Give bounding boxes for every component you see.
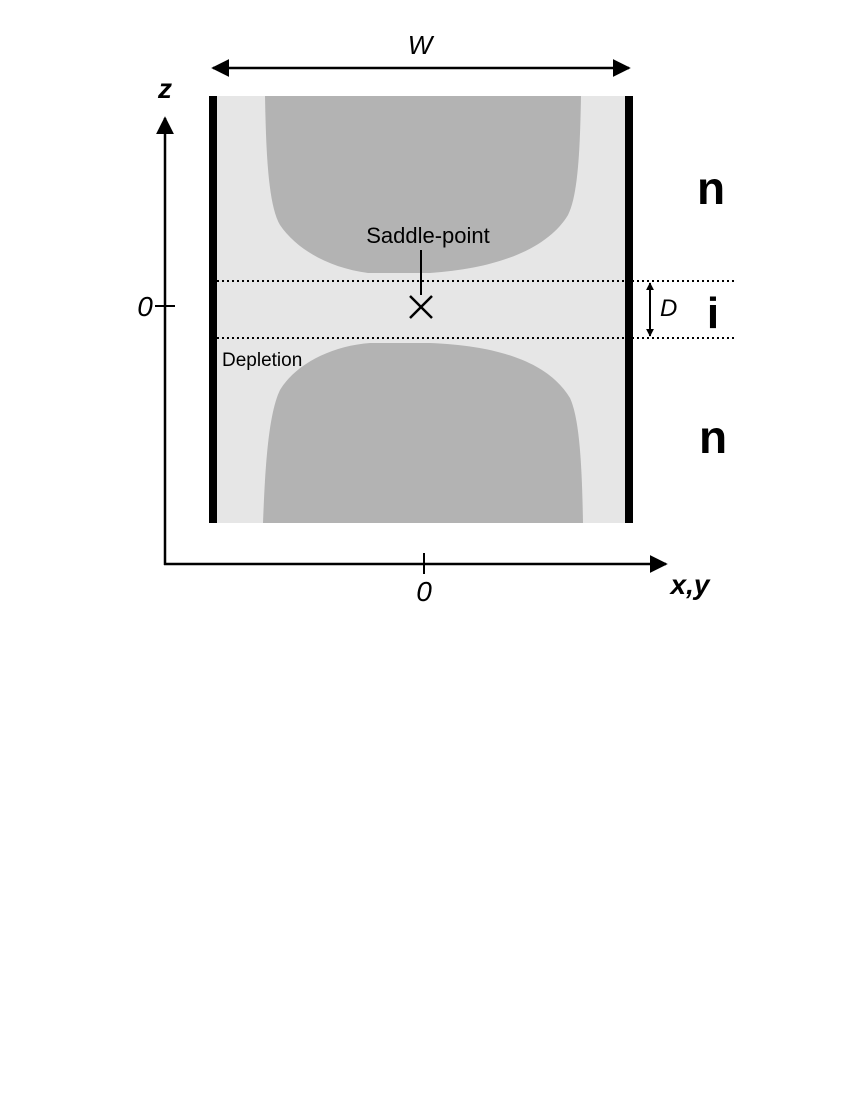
region-top-label: n: [697, 162, 725, 214]
x-zero-label: 0: [416, 576, 432, 607]
z-axis-label: z: [157, 73, 172, 104]
n-region-top: [265, 96, 581, 273]
region-middle-label: i: [707, 289, 719, 338]
saddle-point-marker: [409, 295, 433, 319]
left-wall: [209, 96, 217, 523]
depletion-label: Depletion: [222, 350, 302, 371]
region-bottom-label: n: [699, 411, 727, 463]
thickness-label: D: [660, 295, 677, 322]
xy-axis-label: x,y: [669, 569, 711, 600]
n-region-bottom: [263, 343, 583, 523]
saddle-point-label: Saddle-point: [366, 223, 490, 248]
width-label: W: [408, 30, 435, 60]
z-zero-label: 0: [137, 291, 153, 322]
right-wall: [625, 96, 633, 523]
